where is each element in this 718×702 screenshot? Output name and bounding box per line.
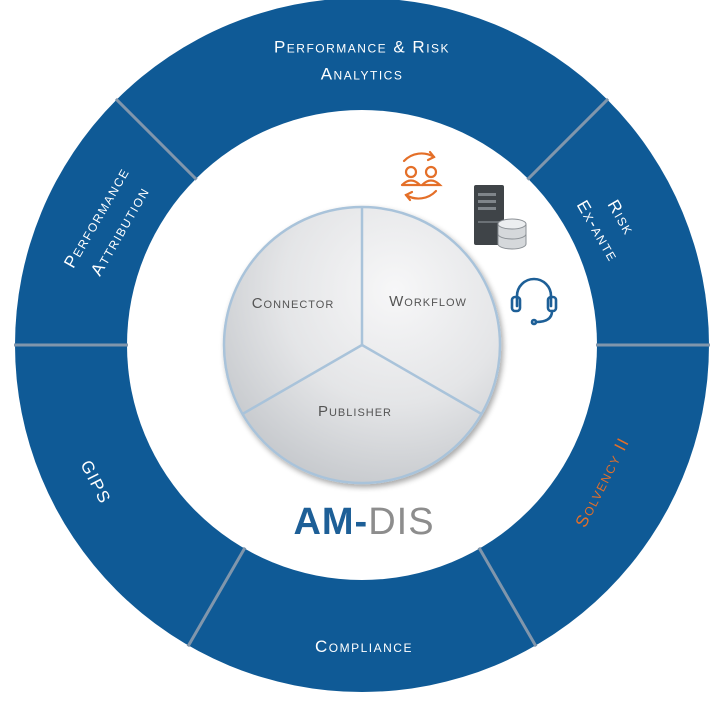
- ring-divider: [114, 97, 198, 181]
- ring-label: Compliance: [315, 637, 413, 656]
- core-divider: [241, 343, 363, 416]
- ring-divider: [477, 546, 538, 648]
- core-pie-labels: Workflow Publisher Connector: [252, 293, 467, 420]
- ring-divider: [526, 97, 610, 181]
- ring-label-line: Analytics: [321, 65, 404, 84]
- core-divider: [361, 343, 483, 416]
- ring-divider: [186, 546, 247, 648]
- user-sync-icon: [400, 150, 443, 202]
- ring-label-line: Performance & Risk: [274, 38, 450, 57]
- core-label-publisher: Publisher: [318, 403, 392, 420]
- logo-suffix: DIS: [368, 501, 434, 543]
- core-label-workflow: Workflow: [389, 293, 467, 310]
- core-pie: [222, 205, 502, 485]
- logo-prefix: AM-: [293, 501, 368, 543]
- headset-icon: [510, 277, 558, 326]
- core-label-connector: Connector: [252, 295, 335, 312]
- server-database-icon: [474, 185, 527, 250]
- am-dis-logo: AM-DIS: [293, 501, 434, 543]
- ring-label-line: Compliance: [315, 637, 413, 656]
- ring-dividers: [14, 97, 710, 648]
- core-pie-dividers: [241, 207, 483, 416]
